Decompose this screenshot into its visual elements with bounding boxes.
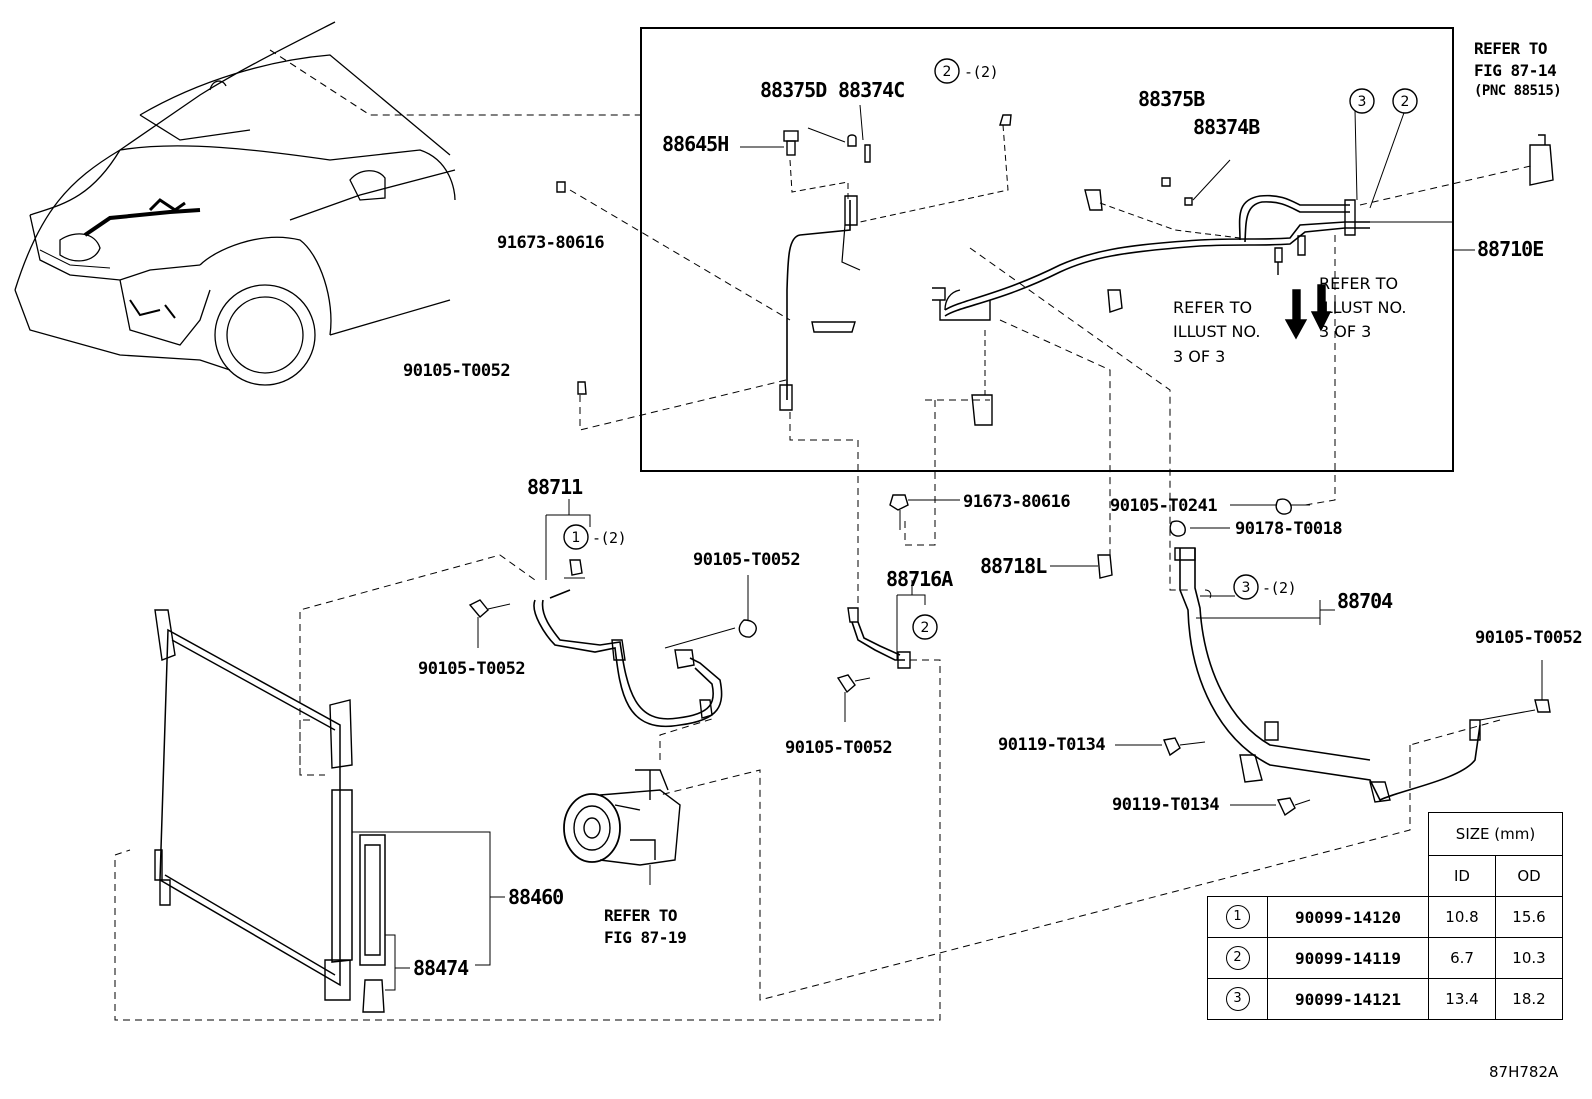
refer-illust-right-3: 3 OF 3 (1319, 322, 1372, 341)
qty-2-top: -(2) (964, 63, 999, 81)
label-88375B[interactable]: 88375B (1138, 87, 1205, 111)
label-90178-T0018[interactable]: 90178-T0018 (1235, 519, 1343, 539)
refer-fig-87-14-line3: (PNC 88515) (1474, 83, 1562, 99)
size-table-subheader-row: ID OD (1208, 855, 1563, 897)
refer-illust-right-1: REFER TO (1319, 274, 1399, 293)
label-90105-T0052-c[interactable]: 90105-T0052 (693, 550, 801, 570)
bolt-90119-T0134-b (1276, 797, 1296, 817)
cap-88375D (847, 134, 857, 147)
refer-illust-left-3: 3 OF 3 (1173, 347, 1226, 366)
row-id: 13.4 (1428, 978, 1496, 1020)
refer-illust-right-2: ILLUST NO. (1319, 298, 1407, 317)
label-88704[interactable]: 88704 (1337, 589, 1393, 613)
figure-code: 87H782A (1489, 1063, 1559, 1081)
label-91673-80616-mid[interactable]: 91673-80616 (963, 492, 1071, 512)
row-part-number[interactable]: 90099-14119 (1267, 937, 1429, 979)
cap-88375B (1161, 177, 1171, 187)
row-mark: 3 (1225, 987, 1250, 1011)
bolt-90105-T0052-a (577, 381, 587, 395)
row-od: 18.2 (1495, 978, 1563, 1020)
row-part-number[interactable]: 90099-14121 (1267, 978, 1429, 1020)
label-90119-T0134-b[interactable]: 90119-T0134 (1112, 795, 1220, 815)
size-header: SIZE (mm) (1428, 812, 1563, 856)
label-90105-T0241[interactable]: 90105-T0241 (1110, 496, 1218, 516)
label-88711[interactable]: 88711 (527, 475, 583, 499)
bolt-90105-T0052-c (738, 619, 757, 638)
label-88716A[interactable]: 88716A (886, 567, 953, 591)
row-id: 10.8 (1428, 896, 1496, 938)
bolt-90119-T0134-a (1163, 737, 1181, 757)
table-row: 2 90099-14119 6.7 10.3 (1207, 937, 1563, 979)
row-part-number[interactable]: 90099-14120 (1267, 896, 1429, 938)
label-88474[interactable]: 88474 (413, 956, 469, 980)
qty-3: -(2) (1262, 579, 1297, 597)
bolt-91673-80616-mid (889, 494, 909, 511)
callout-2-right: 2 (1401, 94, 1410, 110)
label-88375D[interactable]: 88375D (760, 78, 827, 102)
row-id: 6.7 (1428, 937, 1496, 979)
desiccant-88474 (359, 834, 386, 966)
bolt-90105-T0052-e (1534, 699, 1551, 713)
vehicle-illustration (14, 21, 456, 386)
row-od: 10.3 (1495, 937, 1563, 979)
refer-fig-87-14-line1: REFER TO (1474, 39, 1548, 58)
qty-1: -(2) (592, 529, 627, 547)
table-row: 1 90099-14120 10.8 15.6 (1207, 896, 1563, 938)
callout-3-top: 3 (1358, 94, 1367, 110)
compressor (563, 717, 716, 885)
valve-88374C (864, 144, 871, 163)
part-88515 (1529, 144, 1554, 186)
condenser-88460 (154, 554, 536, 1001)
callout-3-hose: 3 (1242, 580, 1251, 596)
refer-illust-left-2: ILLUST NO. (1173, 322, 1261, 341)
refer-fig-87-19-line1: REFER TO (604, 906, 678, 925)
refer-illust-left-1: REFER TO (1173, 298, 1253, 317)
label-90119-T0134-a[interactable]: 90119-T0134 (998, 735, 1106, 755)
refer-fig-87-19-line2: FIG 87-19 (604, 928, 687, 947)
label-90105-T0052-e[interactable]: 90105-T0052 (1475, 628, 1583, 648)
plug-88474 (362, 979, 385, 1013)
col-id-header: ID (1428, 855, 1496, 897)
row-od: 15.6 (1495, 896, 1563, 938)
col-od-header: OD (1495, 855, 1563, 897)
callout-2-top: 2 (943, 64, 952, 80)
hose-size-table: SIZE (mm) ID OD 1 90099-14120 10.8 15.6 … (1207, 812, 1563, 1020)
label-88710E[interactable]: 88710E (1477, 237, 1544, 261)
label-90105-T0052-a[interactable]: 90105-T0052 (403, 361, 511, 381)
callout-2-mid: 2 (921, 620, 930, 636)
callout-1: 1 (572, 530, 581, 546)
refer-fig-87-14-line2: FIG 87-14 (1474, 61, 1557, 80)
bolt-91673-80616-top (556, 181, 566, 193)
label-91673-80616-top[interactable]: 91673-80616 (497, 233, 605, 253)
bolt-90105-T0052-d (836, 674, 856, 694)
table-row: 3 90099-14121 13.4 18.2 (1207, 978, 1563, 1020)
valve-88374B (1184, 197, 1193, 206)
size-table-header-row: SIZE (mm) (1208, 812, 1563, 856)
bolt-90105-T0052-b (468, 599, 489, 618)
label-88374C[interactable]: 88374C (838, 78, 905, 102)
label-90105-T0052-b[interactable]: 90105-T0052 (418, 659, 526, 679)
pressure-switch-88645H (740, 130, 799, 156)
row-mark: 1 (1225, 905, 1250, 929)
label-88718L[interactable]: 88718L (980, 554, 1047, 578)
label-90105-T0052-d[interactable]: 90105-T0052 (785, 738, 893, 758)
label-88460[interactable]: 88460 (508, 885, 564, 909)
label-88645H[interactable]: 88645H (662, 132, 729, 156)
row-mark: 2 (1225, 946, 1250, 970)
label-88374B[interactable]: 88374B (1193, 115, 1260, 139)
part-88718L (1097, 554, 1113, 579)
